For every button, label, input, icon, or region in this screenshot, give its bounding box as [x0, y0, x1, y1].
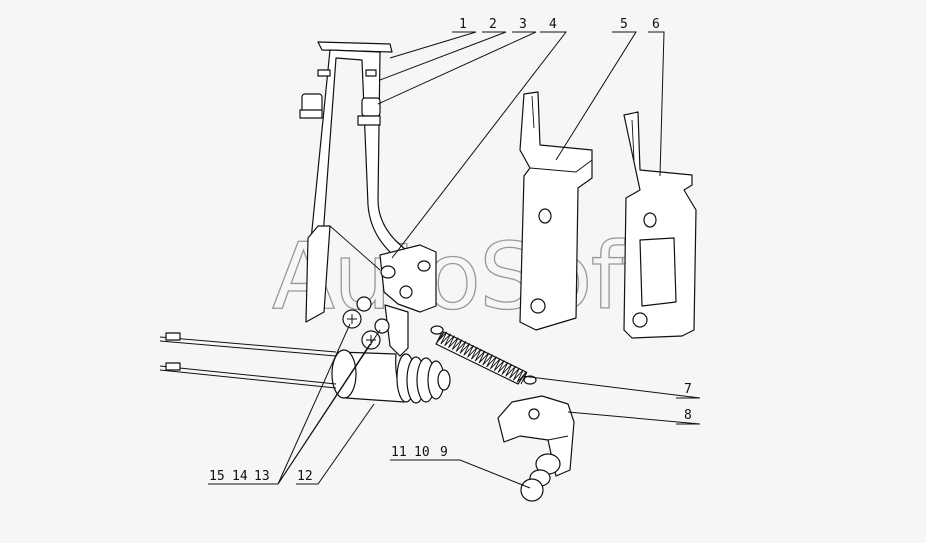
actuator-cylinder	[331, 349, 451, 404]
callout-15: 15	[209, 469, 225, 484]
watermark: AutoSoft	[272, 223, 656, 330]
callout-8: 8	[684, 408, 692, 423]
callout-labels: 1 2 3 4 5 6 7 8 9 10 11 12 13 14 15	[209, 17, 692, 484]
callout-9: 9	[440, 445, 448, 460]
screws	[342, 296, 390, 350]
pivot-plate	[379, 244, 437, 357]
bracket-5	[519, 91, 593, 331]
callout-11: 11	[391, 445, 407, 460]
callout-13: 13	[254, 469, 270, 484]
callout-12: 12	[297, 469, 313, 484]
ball-stud	[520, 453, 561, 502]
leader-lines	[208, 31, 701, 489]
callout-5: 5	[620, 17, 628, 32]
callout-7: 7	[684, 382, 692, 397]
callout-3: 3	[519, 17, 527, 32]
callout-1: 1	[459, 17, 467, 32]
lever-bracket	[299, 41, 409, 323]
callout-14: 14	[232, 469, 248, 484]
callout-6: 6	[652, 17, 660, 32]
callout-2: 2	[489, 17, 497, 32]
callout-4: 4	[549, 17, 557, 32]
cables	[159, 332, 337, 389]
return-spring	[430, 325, 537, 385]
callout-10: 10	[414, 445, 430, 460]
bracket-6	[623, 111, 697, 339]
